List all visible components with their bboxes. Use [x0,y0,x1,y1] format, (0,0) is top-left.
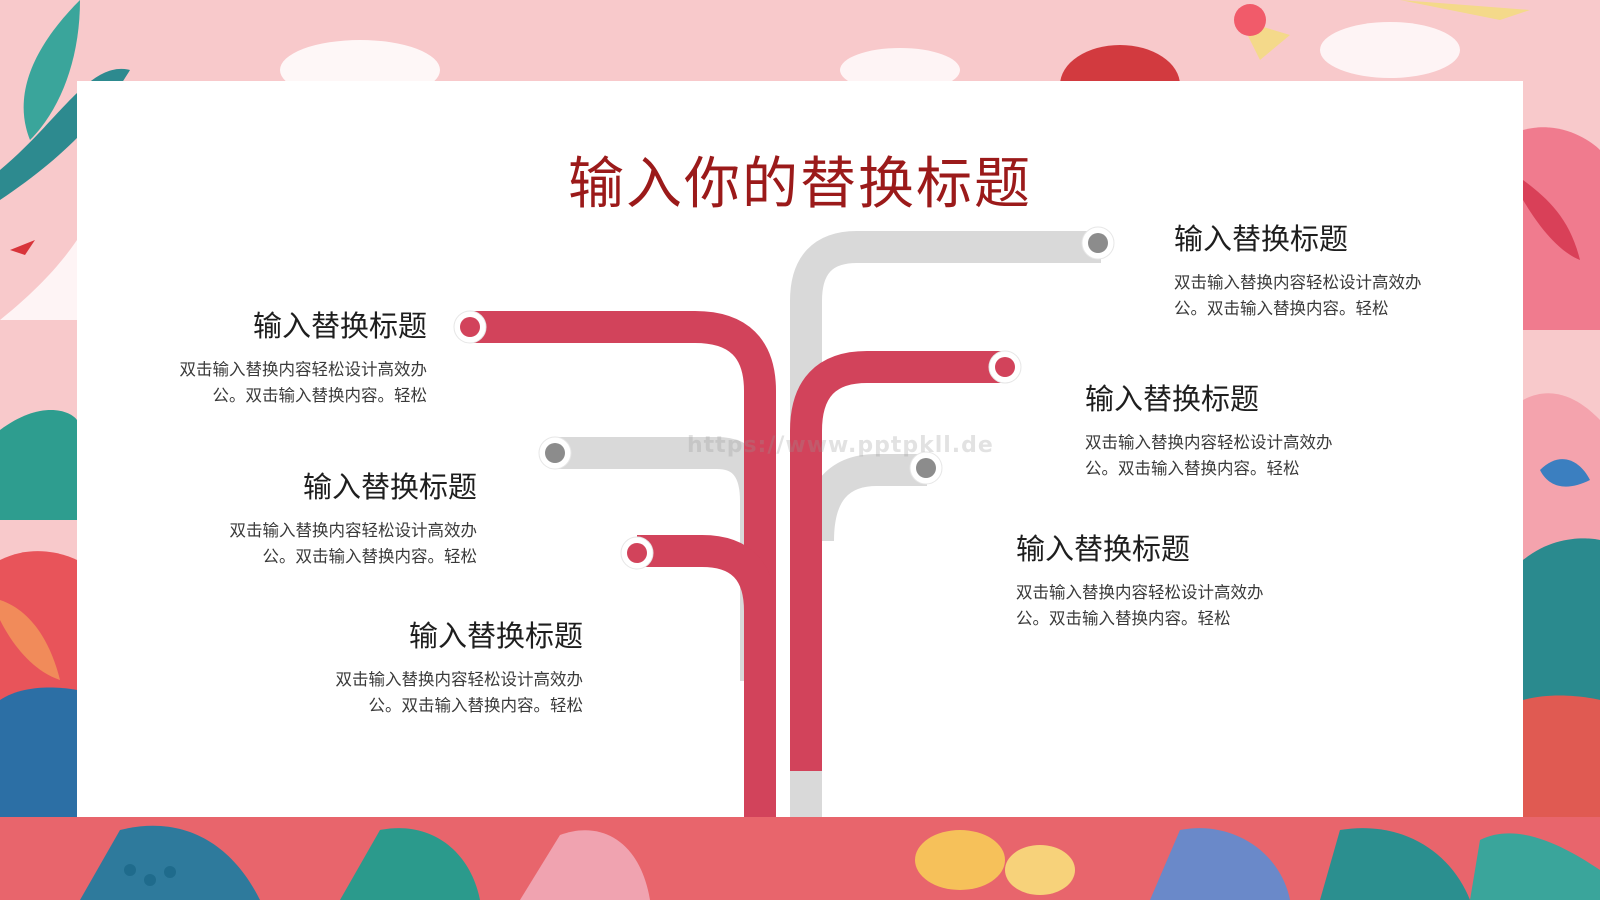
branch-diagram [453,226,1115,817]
item-desc-line1[interactable]: 双击输入替换内容轻松设计高效办 [229,521,478,540]
item-desc-line2[interactable]: 公。双击输入替换内容。轻松 [212,386,428,405]
text-block-right-3[interactable]: 输入替换标题 双击输入替换内容轻松设计高效办 公。双击输入替换内容。轻松 [1016,526,1316,632]
item-desc-line1[interactable]: 双击输入替换内容轻松设计高效办 [1085,433,1333,452]
content-card: 输入你的替换标题 https://www.pptpkll.de 输入替换标题 双… [77,81,1523,817]
item-title[interactable]: 输入替换标题 [302,470,477,504]
red-trunk-right [790,351,1005,767]
text-block-left-3[interactable]: 输入替换标题 双击输入替换内容轻松设计高效办 公。双击输入替换内容。轻松 [283,613,584,719]
item-desc-line2[interactable]: 公。双击输入替换内容。轻松 [1085,459,1300,478]
item-title[interactable]: 输入替换标题 [1174,222,1349,256]
item-title[interactable]: 输入替换标题 [1085,382,1260,416]
item-desc-line1[interactable]: 双击输入替换内容轻松设计高效办 [1174,273,1422,292]
slide-title[interactable]: 输入你的替换标题 [568,152,1032,217]
item-desc-line2[interactable]: 公。双击输入替换内容。轻松 [368,696,584,715]
item-desc-line1[interactable]: 双击输入替换内容轻松设计高效办 [1016,583,1264,602]
item-desc-line2[interactable]: 公。双击输入替换内容。轻松 [1016,609,1231,628]
text-block-left-2[interactable]: 输入替换标题 双击输入替换内容轻松设计高效办 公。双击输入替换内容。轻松 [177,464,478,570]
gray-branch-right [802,454,927,542]
red-trunk-left [472,311,776,817]
text-block-right-2[interactable]: 输入替换标题 双击输入替换内容轻松设计高效办 公。双击输入替换内容。轻松 [1085,376,1385,482]
text-block-left-1[interactable]: 输入替换标题 双击输入替换内容轻松设计高效办 公。双击输入替换内容。轻松 [127,303,428,409]
item-desc-line1[interactable]: 双击输入替换内容轻松设计高效办 [335,670,584,689]
node-markers [453,226,1115,570]
watermark-text: https://www.pptpkll.de [687,433,994,458]
item-title[interactable]: 输入替换标题 [1016,532,1191,566]
item-desc-line2[interactable]: 公。双击输入替换内容。轻松 [1174,299,1389,318]
text-block-right-1[interactable]: 输入替换标题 双击输入替换内容轻松设计高效办 公。双击输入替换内容。轻松 [1174,216,1474,322]
item-title[interactable]: 输入替换标题 [408,619,583,653]
red-branch-left [637,535,776,681]
gray-trunk-right [790,231,1101,817]
item-desc-line1[interactable]: 双击输入替换内容轻松设计高效办 [179,360,428,379]
item-desc-line2[interactable]: 公。双击输入替换内容。轻松 [262,547,478,566]
item-title[interactable]: 输入替换标题 [252,309,427,343]
